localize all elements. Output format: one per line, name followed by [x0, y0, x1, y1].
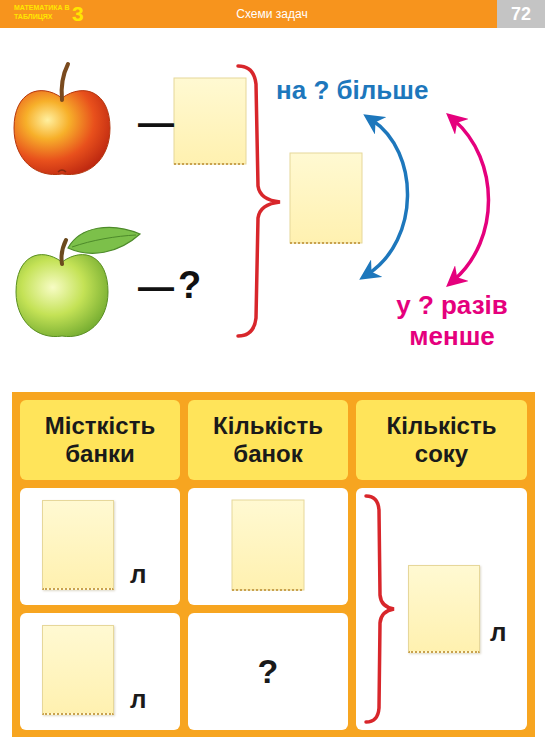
- question-mark: ?: [178, 264, 201, 308]
- cell-text: Місткість банки: [28, 404, 172, 476]
- box-edge: [232, 589, 304, 591]
- table-header-cell: Кількість банок: [188, 400, 348, 480]
- brace: [360, 488, 400, 730]
- empty-box: [232, 500, 304, 590]
- cell-text: Кількість банок: [196, 404, 340, 476]
- box-edge: [290, 242, 362, 244]
- empty-box: [42, 625, 114, 715]
- table-panel: [12, 392, 535, 737]
- red-apple: [14, 64, 110, 175]
- cell-text: Кількість соку: [364, 404, 519, 476]
- table-cell: л: [20, 613, 180, 730]
- empty-box: [174, 78, 246, 164]
- page-title: Схеми задач: [180, 7, 364, 21]
- empty-box: [290, 153, 362, 243]
- table-cell: л: [20, 488, 180, 605]
- comparison-more: на ? більше: [276, 76, 428, 106]
- empty-box: [408, 565, 480, 653]
- comparison-times-less: у ? разів менше: [382, 290, 522, 352]
- unit-text: л: [490, 618, 507, 648]
- table-header-cell: Кількість соку: [356, 400, 527, 480]
- curved-arrow: [368, 120, 408, 274]
- series-name: МАТЕМАТИКА В ТАБЛИЦЯХ: [14, 4, 70, 22]
- unit-text: л: [130, 685, 147, 715]
- header-bar: [0, 0, 545, 28]
- dash: —: [138, 266, 174, 307]
- table-cell: [188, 488, 348, 605]
- table-cell: л: [356, 488, 527, 730]
- green-apple: [16, 227, 140, 336]
- curved-arrow: [454, 120, 489, 280]
- table-cell: ?: [188, 613, 348, 730]
- dash: —: [138, 102, 174, 143]
- series-number: 3: [72, 2, 84, 26]
- empty-box: [42, 500, 114, 590]
- page-number-box: [497, 0, 545, 28]
- brace: [238, 66, 280, 336]
- page-number: 72: [497, 4, 545, 25]
- box-edge: [174, 163, 246, 165]
- unit-text: л: [130, 560, 147, 590]
- table-header-cell: Місткість банки: [20, 400, 180, 480]
- cell-text: ?: [196, 617, 340, 726]
